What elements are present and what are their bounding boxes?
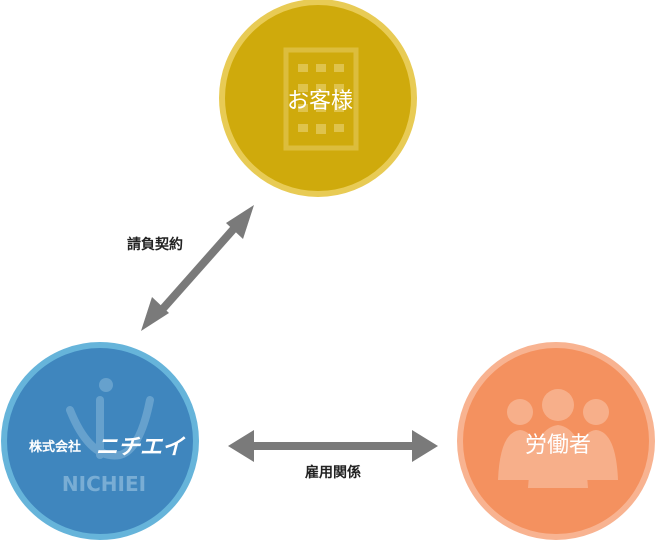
contract-label: 請負契約 [127, 236, 183, 253]
company-node: 株式会社 ニチエイ NICHIEI [1, 342, 199, 540]
worker-label: 労働者 [525, 433, 591, 458]
client-node: お客様 [219, 0, 417, 197]
office-building-icon [283, 47, 359, 151]
contract-arrow [141, 205, 254, 331]
client-circle [219, 0, 417, 197]
company-name: ニチエイ [96, 435, 186, 460]
employment-label: 雇用関係 [305, 464, 361, 481]
company-logo-text: NICHIEI [62, 472, 146, 496]
people-group-icon [498, 389, 618, 488]
company-circle [1, 342, 199, 540]
client-label: お客様 [287, 89, 353, 114]
worker-node: 労働者 [457, 342, 655, 540]
employment-arrow [228, 430, 438, 462]
office-building-windows [298, 64, 344, 134]
company-logo-icon [66, 378, 154, 460]
company-prefix: 株式会社 [29, 439, 81, 455]
